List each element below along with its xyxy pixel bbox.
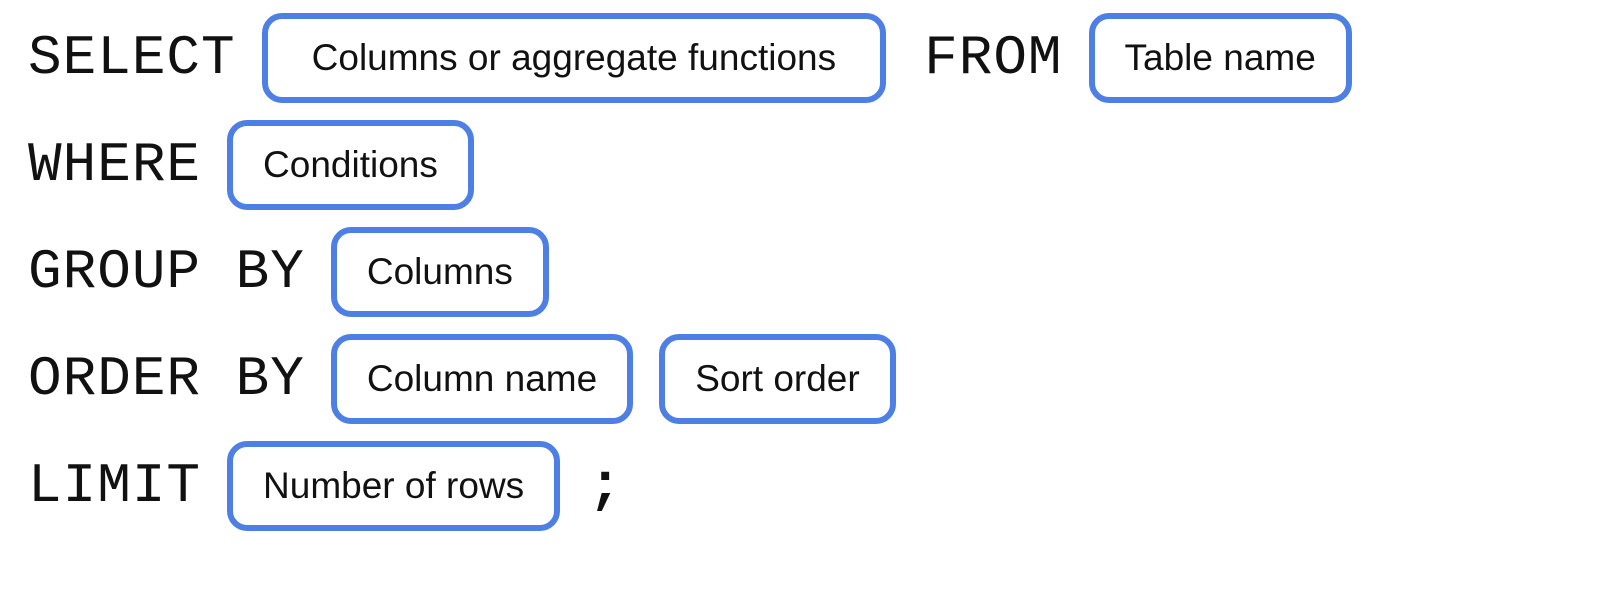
number-of-rows-placeholder-pill: Number of rows (227, 441, 561, 531)
conditions-placeholder-pill: Conditions (227, 120, 474, 210)
select-columns-placeholder-pill: Columns or aggregate functions (261, 13, 887, 103)
where-row: WHERE Conditions (28, 119, 1600, 211)
select-keyword: SELECT (28, 26, 236, 90)
limit-keyword: LIMIT (28, 454, 202, 518)
group-by-row: GROUP BY Columns (28, 226, 1600, 318)
semicolon-punctuation: ; (588, 454, 622, 518)
limit-row: LIMIT Number of rows ; (28, 440, 1600, 532)
group-by-columns-placeholder-pill: Columns (330, 227, 549, 317)
sql-syntax-diagram: SELECT Columns or aggregate functions FR… (28, 12, 1600, 532)
order-by-keyword: ORDER BY (28, 347, 305, 411)
order-by-row: ORDER BY Column name Sort order (28, 333, 1600, 425)
sort-order-placeholder-pill: Sort order (659, 334, 896, 424)
where-keyword: WHERE (28, 133, 202, 197)
column-name-placeholder-pill: Column name (330, 334, 634, 424)
group-by-keyword: GROUP BY (28, 240, 305, 304)
select-row: SELECT Columns or aggregate functions FR… (28, 12, 1600, 104)
from-keyword: FROM (924, 26, 1063, 90)
table-name-placeholder-pill: Table name (1088, 13, 1352, 103)
